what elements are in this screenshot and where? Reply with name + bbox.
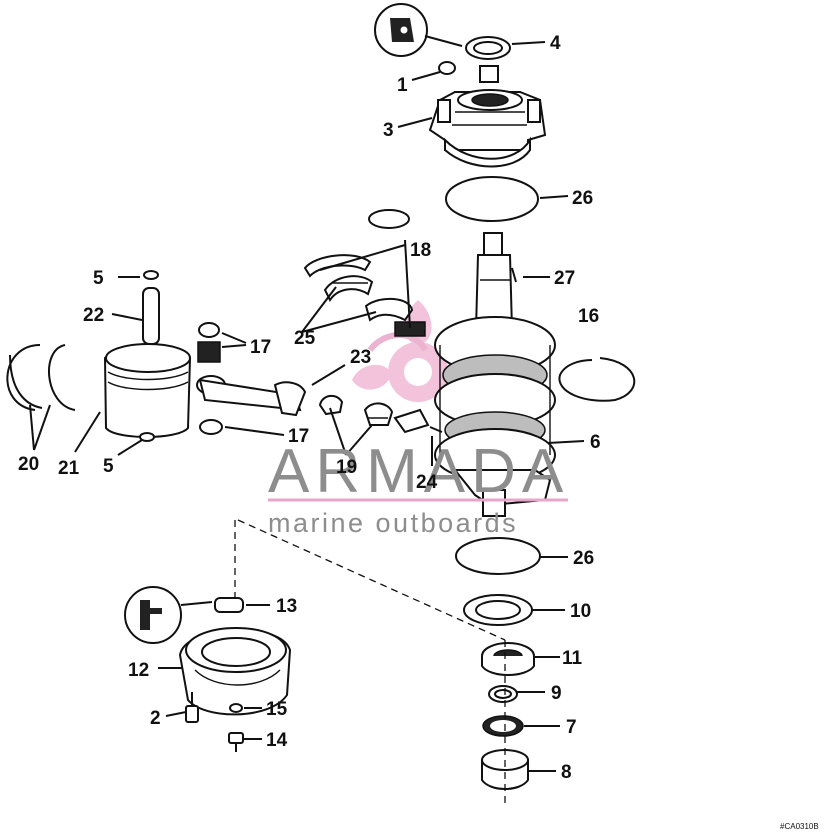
sealant-tube-icon [374, 3, 463, 57]
crankshaft [434, 232, 556, 517]
screw-14 [228, 732, 244, 752]
callout-2: 2 [150, 708, 161, 729]
o-ring-lower [455, 537, 541, 575]
wrist-pin [139, 270, 160, 442]
spacer-9 [488, 685, 518, 703]
callout-9: 9 [551, 683, 562, 704]
callout-26a: 26 [572, 188, 593, 209]
o-ring-upper [445, 176, 539, 222]
callout-18: 18 [410, 240, 431, 261]
piston [103, 343, 192, 438]
retainer-ring-18 [368, 209, 410, 229]
ball-bearing-11 [481, 642, 535, 676]
piston-rings [6, 344, 76, 411]
callout-6: 6 [590, 432, 601, 453]
callout-14: 14 [266, 730, 288, 751]
watermark-subtitle: marine outboards [268, 508, 518, 538]
callout-23: 23 [350, 347, 371, 368]
callout-7: 7 [566, 717, 577, 738]
callout-17b: 17 [288, 426, 309, 447]
leader-lines [29, 41, 585, 772]
seal-7 [482, 715, 524, 737]
callout-11: 11 [562, 648, 583, 669]
dowel-27 [511, 267, 517, 283]
callout-20: 20 [18, 454, 39, 475]
callout-5b: 5 [103, 456, 114, 477]
bushing-8 [481, 749, 529, 790]
callout-26b: 26 [573, 548, 594, 569]
callout-10: 10 [570, 601, 591, 622]
lower-bearing-housing [178, 597, 292, 716]
callout-21: 21 [58, 458, 80, 479]
grease-gun-icon [124, 586, 213, 644]
connecting-rod [196, 322, 307, 435]
top-seal-ring [465, 36, 511, 60]
watermark-title: ARMADA [268, 437, 569, 506]
callout-4: 4 [550, 33, 561, 54]
callout-19: 19 [336, 457, 357, 478]
bolt-2 [185, 692, 199, 723]
upper-bearing-housing [428, 65, 547, 168]
bearing-cage-lower [364, 298, 426, 337]
callout-17a: 17 [250, 337, 271, 358]
washer-15 [229, 703, 243, 713]
callout-5a: 5 [93, 268, 104, 289]
callout-25: 25 [294, 328, 316, 349]
callout-27: 27 [554, 268, 575, 289]
callout-3: 3 [383, 120, 394, 141]
rod-cap-bearings [318, 394, 443, 434]
retaining-ring-16 [558, 357, 636, 402]
callout-16: 16 [578, 306, 599, 327]
callout-22: 22 [83, 305, 104, 326]
washer-10 [463, 594, 533, 626]
callout-24: 24 [416, 472, 438, 493]
callout-15: 15 [266, 699, 288, 720]
callout-1: 1 [397, 75, 408, 96]
callout-13: 13 [276, 596, 297, 617]
bearing-cage-upper [303, 254, 374, 302]
callout-8: 8 [561, 762, 572, 783]
callout-numbers: 1 2 3 4 5 5 6 7 8 9 10 11 12 13 14 15 16… [18, 33, 601, 783]
dowel-pin [438, 61, 456, 75]
figure-code: #CA0310B [780, 822, 819, 831]
callout-12: 12 [128, 660, 149, 681]
